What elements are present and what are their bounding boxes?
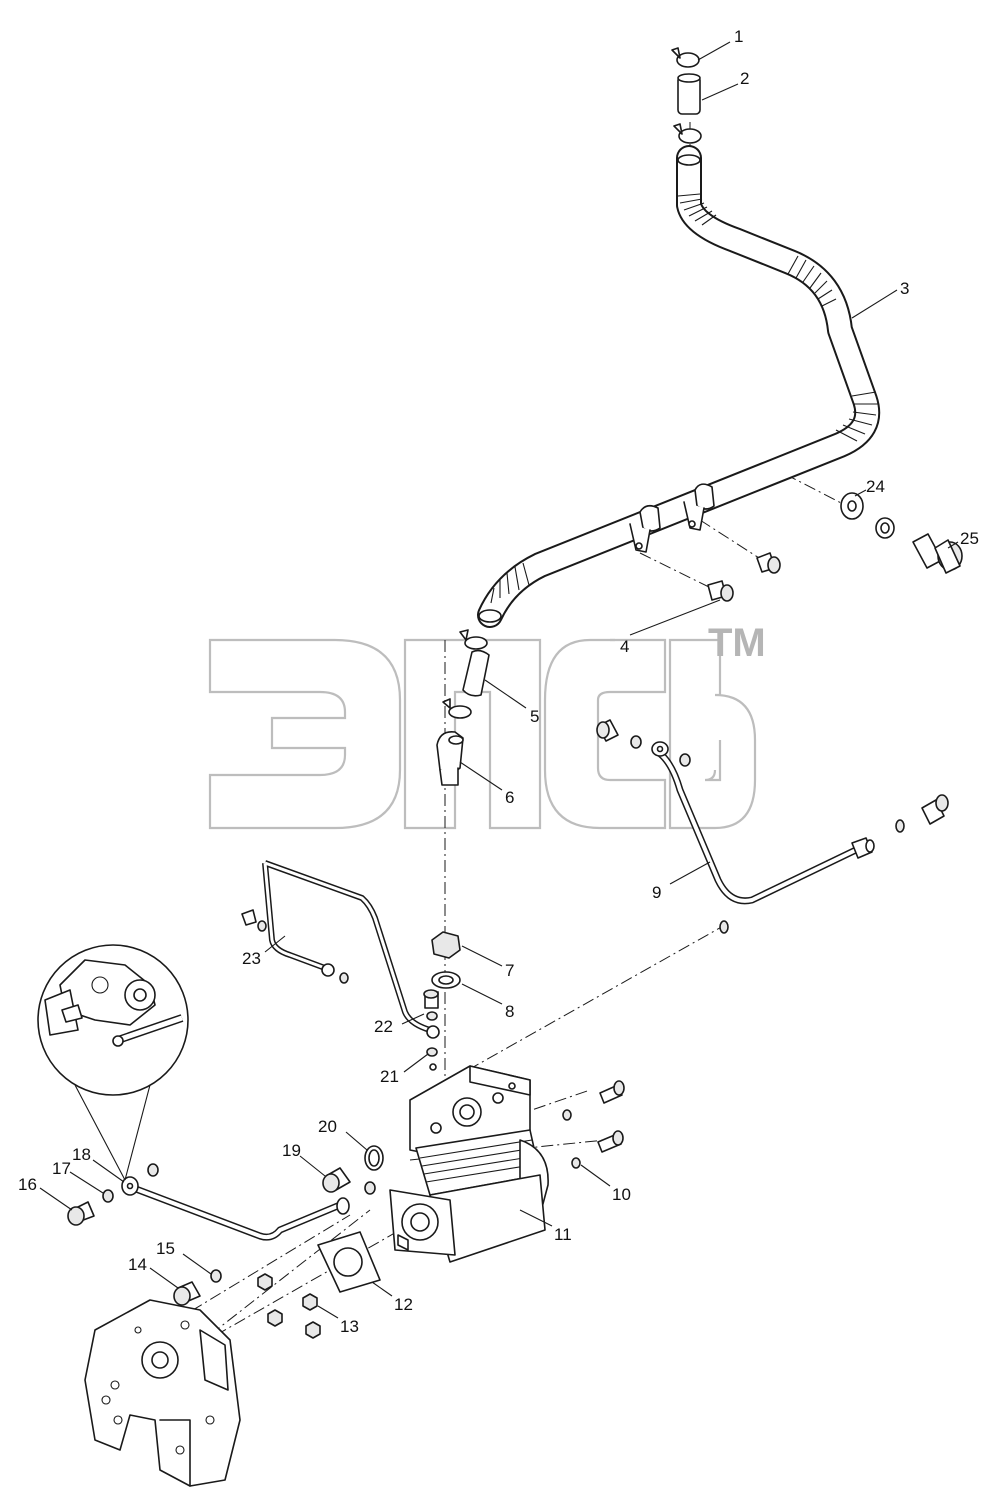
- callout-17: 17: [52, 1159, 71, 1178]
- callout-24: 24: [866, 477, 885, 496]
- callout-16: 16: [18, 1175, 37, 1194]
- detail-inset: [37, 944, 189, 1181]
- callout-14: 14: [128, 1255, 147, 1274]
- part-17-washer: [102, 1189, 114, 1203]
- part-24-washers: [840, 492, 895, 539]
- callout-5: 5: [530, 707, 539, 726]
- watermark-logo: TM: [208, 621, 766, 830]
- callout-23: 23: [242, 949, 261, 968]
- callout-15: 15: [156, 1239, 175, 1258]
- callout-7: 7: [505, 961, 514, 980]
- callout-19: 19: [282, 1141, 301, 1160]
- callout-21: 21: [380, 1067, 399, 1086]
- callout-8: 8: [505, 1002, 514, 1021]
- part-6-elbow-fitting: [436, 730, 464, 786]
- callout-6: 6: [505, 788, 514, 807]
- callout-4: 4: [620, 637, 629, 656]
- part-15-washer: [210, 1269, 222, 1283]
- part-16-bolt: [67, 1201, 95, 1226]
- part-13-nuts: [257, 1273, 321, 1339]
- callout-12: 12: [394, 1295, 413, 1314]
- watermark-tm: TM: [708, 621, 766, 665]
- part-23-coolant-line: [241, 860, 440, 1039]
- part-3-intake-pipe: [477, 145, 881, 628]
- part-18-oil-feed-line: [121, 1163, 376, 1241]
- part-20-o-ring: [364, 1145, 384, 1171]
- part-12-gasket: [317, 1231, 381, 1293]
- callout-labels: 1 2 3 4 5 6 7 8 9 10 11 12 13 14 15 16 1…: [18, 27, 979, 1336]
- part-9-oil-line: [596, 719, 949, 934]
- part-22-banjo-bolt: [423, 989, 439, 1021]
- callout-2: 2: [740, 69, 749, 88]
- callout-9: 9: [652, 883, 661, 902]
- callout-3: 3: [900, 279, 909, 298]
- part-10-bolts: [562, 1080, 625, 1169]
- part-7-nut: [431, 931, 461, 959]
- part-25-socket-bolt: [912, 533, 963, 574]
- part-11-air-compressor: [389, 1063, 549, 1263]
- part-5-hose: [442, 629, 490, 719]
- part-1-hose-clamp: [671, 47, 702, 144]
- callout-25: 25: [960, 529, 979, 548]
- part-14-bolt: [173, 1281, 201, 1306]
- callout-11: 11: [554, 1225, 572, 1244]
- part-19-adapter: [322, 1167, 351, 1193]
- callout-18: 18: [72, 1145, 91, 1164]
- callout-leaders: [39, 41, 959, 1319]
- part-2-hose: [677, 73, 701, 115]
- callout-1: 1: [734, 27, 743, 46]
- callout-20: 20: [318, 1117, 337, 1136]
- callout-13: 13: [340, 1317, 359, 1336]
- callout-10: 10: [612, 1185, 631, 1204]
- part-8-seal-ring: [431, 971, 461, 989]
- engine-timing-housing: [84, 1299, 241, 1487]
- callout-22: 22: [374, 1017, 393, 1036]
- part-21-washer: [426, 1047, 438, 1057]
- part-4-bolts: [707, 552, 781, 602]
